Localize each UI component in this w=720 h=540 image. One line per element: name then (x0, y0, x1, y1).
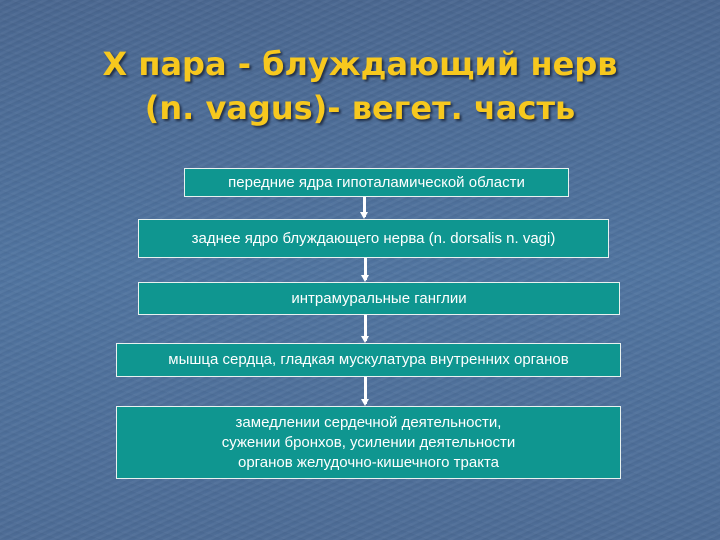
flow-step-label: интрамуральные ганглии (291, 289, 467, 307)
effects-line-1: замедлении сердечной деятельности, (235, 413, 502, 431)
title-line-1: X пара - блуждающий нерв (102, 45, 618, 83)
title-line-2: (n. vagus)- вегет. часть (144, 89, 576, 127)
slide-title: X пара - блуждающий нерв (n. vagus)- вег… (0, 42, 720, 130)
flow-step-label: мышца сердца, гладкая мускулатура внутре… (168, 351, 569, 368)
flow-step-intramural-ganglia: интрамуральные ганглии (138, 282, 620, 315)
effects-line-3: органов желудочно-кишечного тракта (237, 453, 499, 471)
flow-step-effects: замедлении сердечной деятельности, сужен… (116, 406, 621, 479)
arrow-down-icon (360, 197, 368, 219)
arrow-down-icon (361, 315, 369, 343)
flow-step-label: передние ядра гипоталамической области (228, 173, 525, 191)
flow-step-hypothalamic-nuclei: передние ядра гипоталамической области (184, 168, 569, 197)
flow-step-label: заднее ядро блуждающего нерва (n. dorsal… (191, 229, 556, 247)
arrow-down-icon (361, 258, 369, 282)
arrow-down-icon (361, 377, 369, 406)
flow-step-heart-smooth-muscle: мышца сердца, гладкая мускулатура внутре… (116, 343, 621, 377)
flow-step-dorsal-vagal-nucleus: заднее ядро блуждающего нерва (n. dorsal… (138, 219, 609, 258)
effects-line-2: сужении бронхов, усилении деятельности (221, 433, 516, 451)
